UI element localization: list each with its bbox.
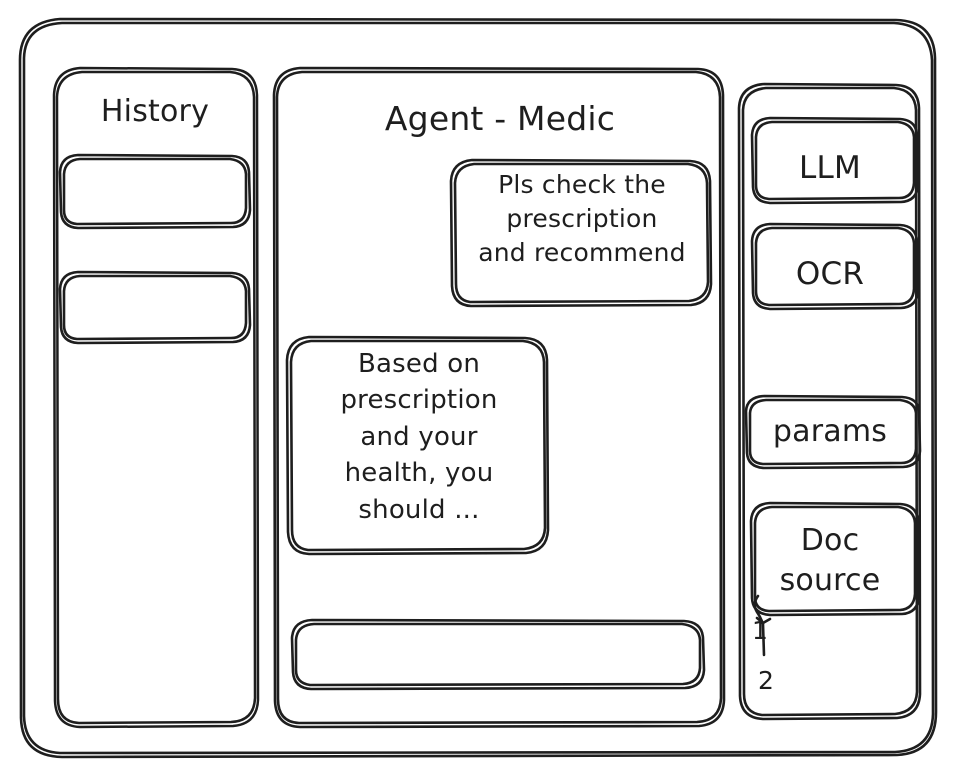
assistant-message-bubble-outline [285,335,550,556]
history-item-2[interactable] [60,272,250,343]
tool-button-llm-label: LLM [799,150,861,186]
tool-button-doc-source-label: Doc source [779,523,881,598]
user-message-text: Pls check the prescription and recommend [478,170,686,267]
assistant-message-bubble [287,337,548,554]
main-panel-outline [272,66,726,729]
button-ocr-outline [750,222,920,311]
history-item-1[interactable] [60,155,250,228]
button-doc-source-outline [749,501,921,617]
tools-panel-outline [737,82,922,721]
user-message-bubble-outline [449,158,713,308]
doc-source-connector [753,594,772,657]
composer-input[interactable] [292,620,704,689]
button-params-outline [744,394,922,470]
doc-source-item-2[interactable]: 2 [758,666,775,695]
window-frame [18,17,938,759]
history-panel-outline [52,66,260,729]
tool-button-ocr[interactable] [752,224,918,309]
page-title: Agent - Medic [384,99,616,138]
composer-input-outline [290,618,706,691]
history-item-1-outline [58,153,252,230]
history-item-2-outline [58,270,252,345]
user-message-bubble [451,160,711,306]
tool-button-ocr-label: OCR [795,256,865,292]
doc-source-item-1[interactable]: 1 [752,616,769,645]
tool-button-llm[interactable] [752,118,918,203]
tool-button-doc-source[interactable] [751,503,919,615]
tool-button-params-label: params [772,414,888,449]
history-panel-title: History [100,94,210,129]
button-llm-outline [750,116,920,205]
tool-button-params[interactable] [746,396,920,468]
assistant-message-text: Based on prescription and your health, y… [340,349,498,525]
